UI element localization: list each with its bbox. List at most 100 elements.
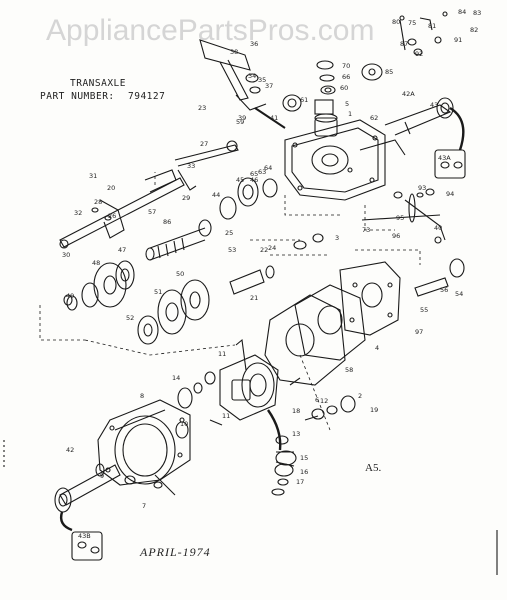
callout-13: 13 bbox=[292, 430, 300, 438]
callout-4: 4 bbox=[375, 344, 379, 352]
diagram-title: TRANSAXLE bbox=[70, 78, 126, 89]
callout-40: 40 bbox=[434, 224, 442, 232]
callout-30: 30 bbox=[62, 251, 70, 259]
callout-94: 93 bbox=[418, 184, 426, 192]
bevel-gear-stack bbox=[267, 409, 297, 486]
callout-81: 80 bbox=[392, 18, 400, 26]
callout-50: 50 bbox=[176, 270, 184, 278]
callout-35: 35 bbox=[258, 76, 266, 84]
callout-2: 2 bbox=[358, 392, 362, 400]
callout-47: 47 bbox=[118, 246, 126, 254]
callout-73: 73 bbox=[362, 226, 370, 234]
callout-5: 5 bbox=[345, 100, 349, 108]
callout-43b: 43B bbox=[78, 532, 91, 540]
callout-38: 38 bbox=[230, 48, 238, 56]
callout-55: 55 bbox=[420, 306, 428, 314]
callout-84: 83 bbox=[473, 9, 481, 17]
callout-54: 54 bbox=[455, 290, 463, 298]
callout-21: 21 bbox=[250, 294, 258, 302]
callout-9: 9 bbox=[100, 472, 104, 480]
callout-29: 29 bbox=[182, 194, 190, 202]
part-number-label: PART NUMBER: bbox=[40, 91, 115, 102]
callout-52: 52 bbox=[126, 314, 134, 322]
callout-46: 46 bbox=[250, 176, 258, 184]
gasket-and-cover bbox=[264, 261, 401, 386]
callout-34: 34 bbox=[248, 72, 256, 80]
callout-59: 59 bbox=[236, 118, 244, 126]
callout-37: 37 bbox=[265, 82, 273, 90]
callout-28: 28 bbox=[94, 198, 102, 206]
assembly-guide-lines bbox=[39, 172, 421, 431]
callout-20: 20 bbox=[107, 184, 115, 192]
callout-49: 49 bbox=[66, 292, 74, 300]
callout-17: 17 bbox=[296, 478, 304, 486]
callout-60: 60 bbox=[340, 84, 348, 92]
callout-62: 62 bbox=[370, 114, 378, 122]
callout-96: 95 bbox=[396, 214, 404, 222]
watermark: AppliancePartsPros.com bbox=[46, 14, 375, 47]
shift-lever-assembly bbox=[199, 39, 286, 129]
gear-set-left bbox=[66, 233, 324, 345]
callout-3: 3 bbox=[335, 234, 339, 242]
callout-82: 81 bbox=[428, 22, 436, 30]
callout-11: 11 bbox=[222, 412, 230, 420]
callout-97: 96 bbox=[392, 232, 400, 240]
callout-6: 6 bbox=[315, 396, 319, 404]
callout-7: 7 bbox=[142, 502, 146, 510]
callout-42: 42 bbox=[66, 446, 74, 454]
callout-24: 24 bbox=[268, 244, 276, 252]
right-axle-shaft bbox=[384, 97, 466, 179]
main-housing bbox=[284, 113, 406, 201]
callout-39: 39 bbox=[238, 114, 246, 122]
callout-70: 70 bbox=[342, 62, 350, 70]
part-number-value: 794127 bbox=[128, 91, 166, 102]
callout-11b: 11 bbox=[218, 350, 226, 358]
callout-93: 92 bbox=[415, 50, 423, 58]
callout-36: 36 bbox=[250, 40, 258, 48]
callout-64: 64 bbox=[264, 164, 272, 172]
callout-45: 45 bbox=[236, 176, 244, 184]
callout-48: 48 bbox=[92, 259, 100, 267]
callout-57: 57 bbox=[148, 208, 156, 216]
left-housing bbox=[97, 399, 191, 496]
callout-26: 26 bbox=[108, 212, 116, 220]
callout-65: 65 bbox=[250, 170, 258, 178]
callout-8: 8 bbox=[140, 392, 144, 400]
bearing-seal-stack bbox=[282, 60, 383, 115]
gear-cluster bbox=[145, 177, 278, 261]
callout-63: 63 bbox=[258, 168, 266, 176]
left-axle-shaft bbox=[54, 463, 121, 561]
callout-16: 16 bbox=[300, 468, 308, 476]
callout-10: 10 bbox=[180, 420, 188, 428]
callout-43a: 43A bbox=[438, 154, 451, 162]
callout-labels: 1 2 3 4 5 6 7 8 9 10 11 12 13 14 15 16 1… bbox=[62, 8, 481, 540]
callout-83: 82 bbox=[470, 26, 478, 34]
callout-32: 32 bbox=[74, 209, 82, 217]
callout-43: 43 bbox=[430, 101, 438, 109]
callout-41: 41 bbox=[270, 114, 278, 122]
detent-parts bbox=[399, 11, 448, 56]
callout-27: 27 bbox=[200, 140, 208, 148]
callout-1: 1 bbox=[348, 110, 352, 118]
callout-44: 44 bbox=[212, 191, 220, 199]
callout-92: 91 bbox=[454, 36, 462, 44]
callout-53: 53 bbox=[228, 246, 236, 254]
callout-14: 14 bbox=[172, 374, 180, 382]
callout-23: 23 bbox=[198, 104, 206, 112]
callout-15: 15 bbox=[300, 454, 308, 462]
callout-12: 12 bbox=[320, 397, 328, 405]
hardware-fasteners bbox=[63, 188, 442, 496]
callout-86: 85 bbox=[385, 68, 393, 76]
callout-19: 19 bbox=[370, 406, 378, 414]
differential-assembly bbox=[177, 338, 356, 421]
date-note: APRIL-1974 bbox=[140, 545, 211, 559]
callout-91: 87 bbox=[400, 40, 408, 48]
callout-95: 94 bbox=[446, 190, 454, 198]
callout-61: 61 bbox=[300, 96, 308, 104]
callout-87: 86 bbox=[163, 218, 171, 226]
callout-56: 56 bbox=[440, 286, 448, 294]
callout-25: 25 bbox=[225, 229, 233, 237]
callout-18: 18 bbox=[292, 407, 300, 415]
